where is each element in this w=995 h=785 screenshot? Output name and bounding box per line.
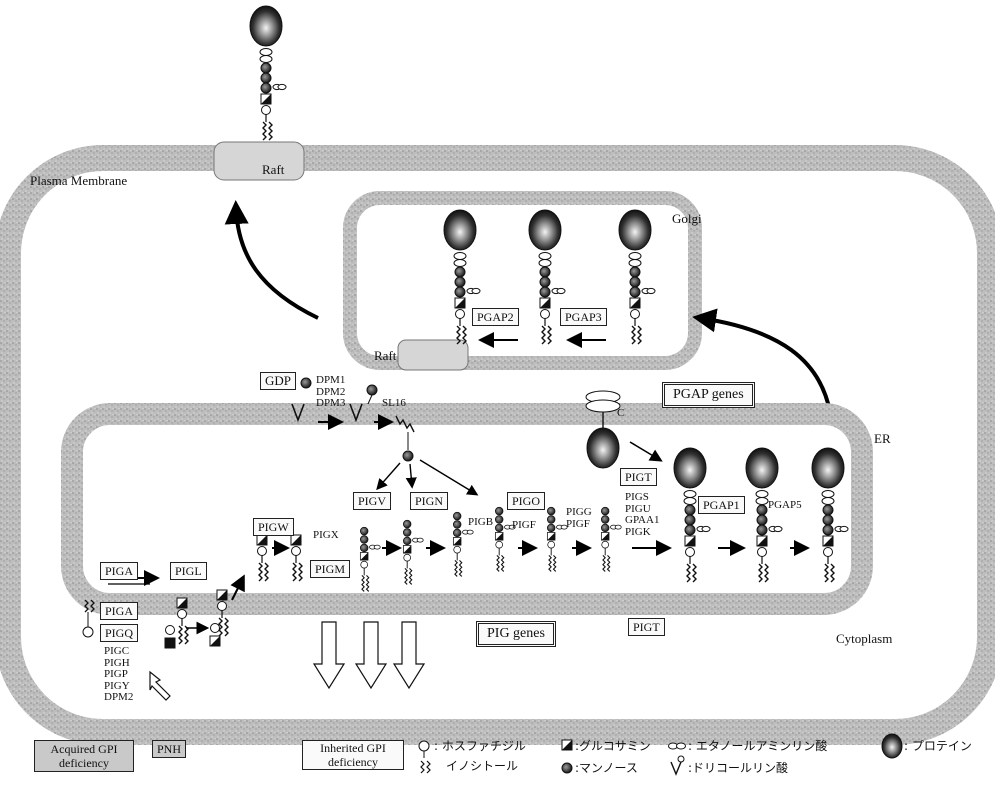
er-gpi-acyl-1: [257, 535, 268, 581]
er-gpi-protein-1: [674, 448, 710, 582]
gene-box-pign: PIGN: [410, 492, 448, 510]
pig-genes-box: PIG genes: [476, 621, 556, 647]
gene-box-pigv: PIGV: [353, 492, 391, 510]
er-gpi-glcn-pi: [177, 598, 188, 644]
pigs-label: PIGS: [625, 492, 659, 504]
dpm-list: DPM1 DPM2 DPM3: [316, 375, 345, 410]
nascent-protein: [586, 391, 660, 468]
gene-box-pigt: PIGT: [620, 468, 657, 486]
gene-box-piga: PIGA: [100, 602, 138, 620]
raft-label-golgi: Raft: [374, 349, 396, 362]
gene-box-pgap3: PGAP3: [560, 308, 607, 326]
pigf2-label: PIGF: [566, 519, 592, 531]
dpm2-cyto-label: DPM2: [104, 692, 133, 704]
er-gpi-acyl-2: [291, 535, 302, 581]
legend-glucosamine: :グルコサミン: [575, 740, 651, 753]
dpm3-label: DPM3: [316, 398, 345, 410]
pigc-label: PIGC: [104, 646, 133, 658]
er-gpi-protein-3: [812, 448, 848, 582]
transamidase-list: PIGS PIGU GPAA1 PIGK: [625, 492, 659, 538]
inherited-gpi-deficiency-box: Inherited GPI deficiency: [302, 740, 404, 770]
raft-label-top: Raft: [262, 163, 284, 176]
dpm1-label: DPM1: [316, 375, 345, 387]
golgi-label: Golgi: [672, 212, 702, 225]
cyto-gene-list: PIGC PIGH PIGP PIGY DPM2: [104, 646, 133, 704]
pigb-label: PIGB: [468, 517, 493, 528]
plasma-raft: [214, 142, 304, 180]
pig-genes-arrows: [314, 622, 424, 688]
er-gpi-man4: [495, 507, 515, 571]
gene-box-piga-er: PIGA: [100, 562, 138, 580]
legend-dolichol-phosphate: :ドリコールリン酸: [688, 762, 788, 775]
gene-box-pigo: PIGO: [507, 492, 545, 510]
golgi-gpi-protein-3: [619, 210, 655, 344]
er-gpi-man2: [403, 520, 423, 584]
c-terminus-label: C: [617, 407, 624, 420]
pigf-label: PIGF: [512, 520, 536, 531]
er-gpi-etnp2: [601, 507, 621, 571]
gpaa1-label: GPAA1: [625, 515, 659, 527]
gene-box-pgap2: PGAP2: [472, 308, 519, 326]
legend-mannose: :マンノース: [575, 762, 638, 775]
pigg-pigf-list: PIGG PIGF: [566, 507, 592, 530]
gene-box-pigl: PIGL: [170, 562, 207, 580]
legend-protein: : プロテイン: [904, 740, 972, 753]
er-label: ER: [874, 432, 891, 445]
gene-box-pigq: PIGQ: [100, 624, 138, 642]
pigk-label: PIGK: [625, 527, 659, 539]
gdp-box: GDP: [260, 372, 296, 390]
cytoplasm-label: Cytoplasm: [836, 632, 892, 645]
pnh-box: PNH: [152, 740, 186, 758]
golgi-raft: [398, 340, 468, 370]
pigx-label: PIGX: [313, 530, 339, 541]
gene-box-pigw: PIGW: [253, 518, 294, 536]
legend-phosphatidyl: : ホスファチジル: [434, 740, 526, 753]
membrane-gpi-protein: [250, 6, 286, 140]
acquired-deficiency-arrow: [150, 672, 170, 700]
pgap5-label: PGAP5: [768, 500, 802, 511]
er-gpi-etnp1: [547, 507, 567, 571]
sl16-label: SL16: [382, 398, 406, 409]
gene-box-pigm: PIGM: [310, 560, 350, 578]
gene-box-pigt-cyto: PIGT: [628, 618, 665, 636]
plasma-membrane-label: Plasma Membrane: [30, 174, 127, 187]
pigg-label: PIGG: [566, 507, 592, 519]
golgi-to-membrane-arrow: [236, 208, 318, 318]
er-gpi-man1: [360, 527, 380, 591]
legend-inositol: イノシトール: [446, 760, 518, 773]
legend-ethanolamine-phosphate: : エタノールアミンリン酸: [688, 740, 827, 753]
acquired-gpi-deficiency-box: Acquired GPI deficiency: [34, 740, 134, 772]
er-gpi-protein-2: [746, 448, 782, 582]
pgap-genes-box: PGAP genes: [662, 382, 755, 408]
gene-box-pgap1: PGAP1: [698, 496, 745, 514]
pigp-label: PIGP: [104, 669, 133, 681]
